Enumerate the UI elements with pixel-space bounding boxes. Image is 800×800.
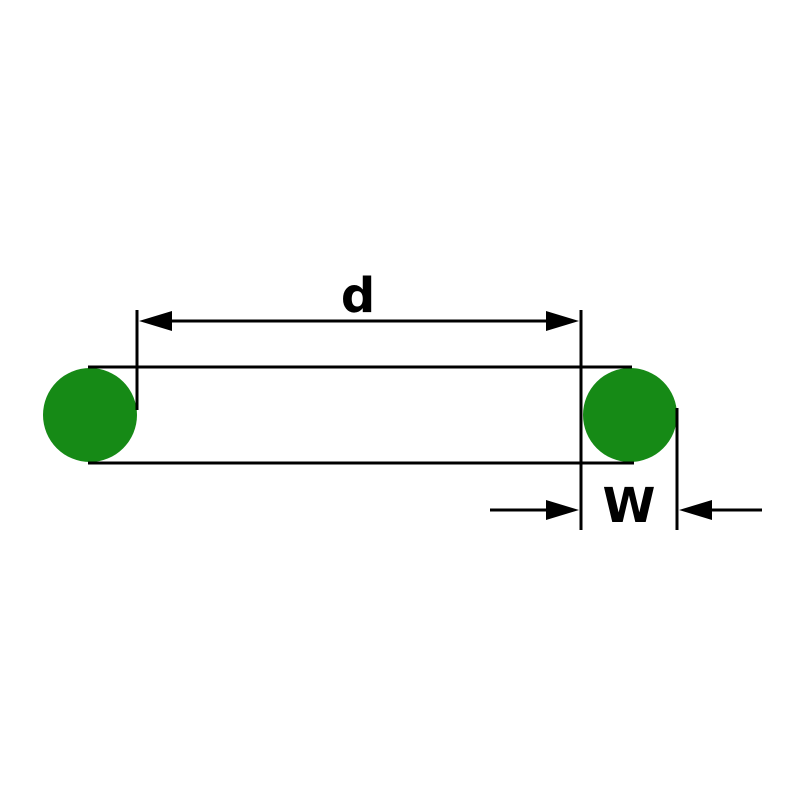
d-arrowhead-left-icon — [139, 311, 172, 331]
w-arrowhead-left-icon — [546, 500, 579, 520]
oring-left-cross-section-circle — [43, 368, 137, 462]
oring-right-cross-section-circle — [583, 368, 677, 462]
w-arrowhead-right-icon — [679, 500, 712, 520]
d-arrowhead-right-icon — [546, 311, 579, 331]
d-dimension-label: d — [341, 268, 375, 324]
w-dimension-label: W — [603, 478, 656, 534]
